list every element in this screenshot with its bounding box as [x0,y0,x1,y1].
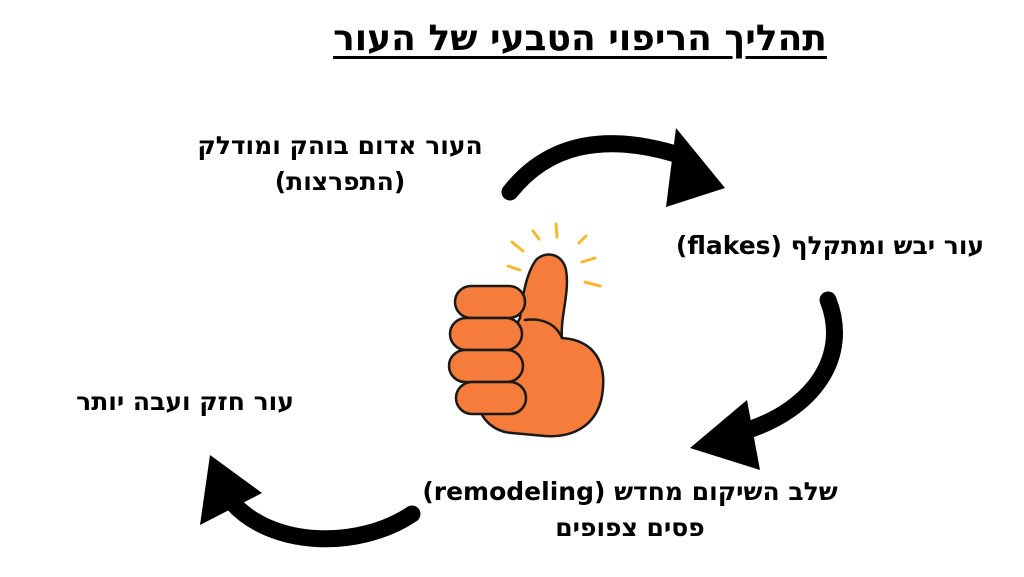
step-line: עור יבש ומתקלף (flakes) [675,231,985,260]
diagram-title: תהליך הריפוי הטבעי של העור [333,18,827,59]
step-line: (התפרצות) [274,167,406,196]
step-inflamed-skin: העור אדום בוהק ומודלק (התפרצות) [140,128,540,200]
step-line: עור חזק ועבה יותר [76,387,294,416]
step-line: שלב השיקום מחדש (remodeling) [422,477,838,506]
step-line: העור אדום בוהק ומודלק [197,131,483,160]
curved-arrow-icon [501,128,725,207]
curved-arrow-icon [200,455,421,548]
curved-arrow-icon [690,291,843,470]
step-strong-thick-skin: עור חזק ועבה יותר [30,384,340,420]
thumbs-up-icon [447,222,605,438]
sparkle-lines [506,222,602,288]
step-line: פסים צפופים [555,513,705,542]
step-remodeling: שלב השיקום מחדש (remodeling) פסים צפופים [395,474,865,546]
step-dry-flaking-skin: עור יבש ומתקלף (flakes) [640,228,1020,264]
